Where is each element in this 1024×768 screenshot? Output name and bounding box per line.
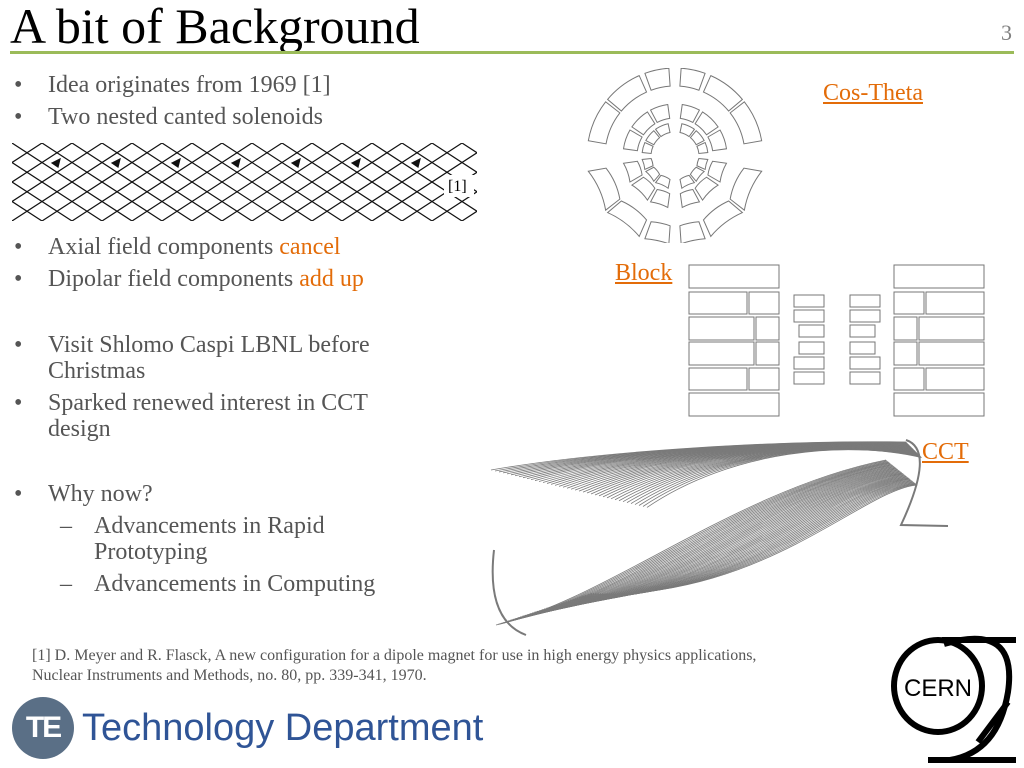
bullet-visit-lbnl: Visit Shlomo Caspi LBNL before Christmas	[14, 332, 464, 384]
cos-theta-diagram	[587, 68, 763, 243]
bullet-list-fields: Axial field components cancel Dipolar fi…	[14, 234, 464, 292]
slide-title: A bit of Background	[10, 0, 420, 54]
footnote-line-2: Nuclear Instruments and Methods, no. 80,…	[32, 667, 427, 684]
footnote-line-1: [1] D. Meyer and R. Flasck, A new config…	[32, 647, 757, 664]
dash-marker: –	[60, 513, 72, 539]
block-coil-diagram	[688, 264, 985, 417]
bullet-list-visit: Visit Shlomo Caspi LBNL before Christmas…	[14, 332, 464, 442]
bullet-idea-origin: Idea originates from 1969 [1]	[14, 72, 464, 98]
canted-solenoid-diagram: [1]	[12, 143, 477, 221]
prototyping-line-2: Prototyping	[94, 539, 208, 565]
bullet-axial-field: Axial field components cancel	[14, 234, 464, 260]
bullet-renewed-interest: Sparked renewed interest in CCT design	[14, 390, 464, 442]
bullet-dipolar-field: Dipolar field components add up	[14, 266, 464, 292]
bullet-list-why-now: Why now? – Advancements in Rapid Prototy…	[14, 481, 464, 597]
dipolar-field-accent: add up	[299, 266, 364, 292]
sub-bullet-prototyping: – Advancements in Rapid Prototyping	[14, 513, 464, 565]
bullet-why-now: Why now?	[14, 481, 464, 507]
title-divider	[10, 51, 1014, 54]
visit-line-1: Visit Shlomo Caspi LBNL before	[48, 332, 370, 358]
bullet-list-intro: Idea originates from 1969 [1] Two nested…	[14, 72, 464, 130]
sub-bullet-computing: – Advancements in Computing	[14, 571, 464, 597]
prototyping-line-1: Advancements in Rapid	[94, 513, 325, 539]
slide-number: 3	[1001, 20, 1012, 45]
axial-field-accent: cancel	[279, 234, 341, 260]
block-link[interactable]: Block	[615, 260, 673, 286]
reference-footnote: [1] D. Meyer and R. Flasck, A new config…	[32, 646, 902, 686]
interest-line-1: Sparked renewed interest in CCT	[48, 390, 368, 416]
technology-department-text: Technology Department	[82, 707, 484, 749]
computing-line: Advancements in Computing	[94, 571, 376, 597]
cos-theta-link[interactable]: Cos-Theta	[823, 80, 923, 106]
solenoid-ref-tag: [1]	[448, 178, 467, 195]
cern-logo-text: CERN	[904, 675, 972, 702]
cern-logo: CERN	[891, 635, 1016, 763]
bullet-nested-solenoids: Two nested canted solenoids	[14, 104, 464, 130]
interest-line-2: design	[48, 416, 111, 442]
dash-marker: –	[60, 571, 72, 597]
visit-line-2: Christmas	[48, 358, 146, 384]
cct-link[interactable]: CCT	[922, 439, 969, 465]
axial-field-text: Axial field components	[48, 234, 280, 260]
cct-coil-diagram	[490, 439, 949, 636]
te-logo: TE	[12, 697, 74, 759]
dipolar-field-text: Dipolar field components	[48, 266, 300, 292]
